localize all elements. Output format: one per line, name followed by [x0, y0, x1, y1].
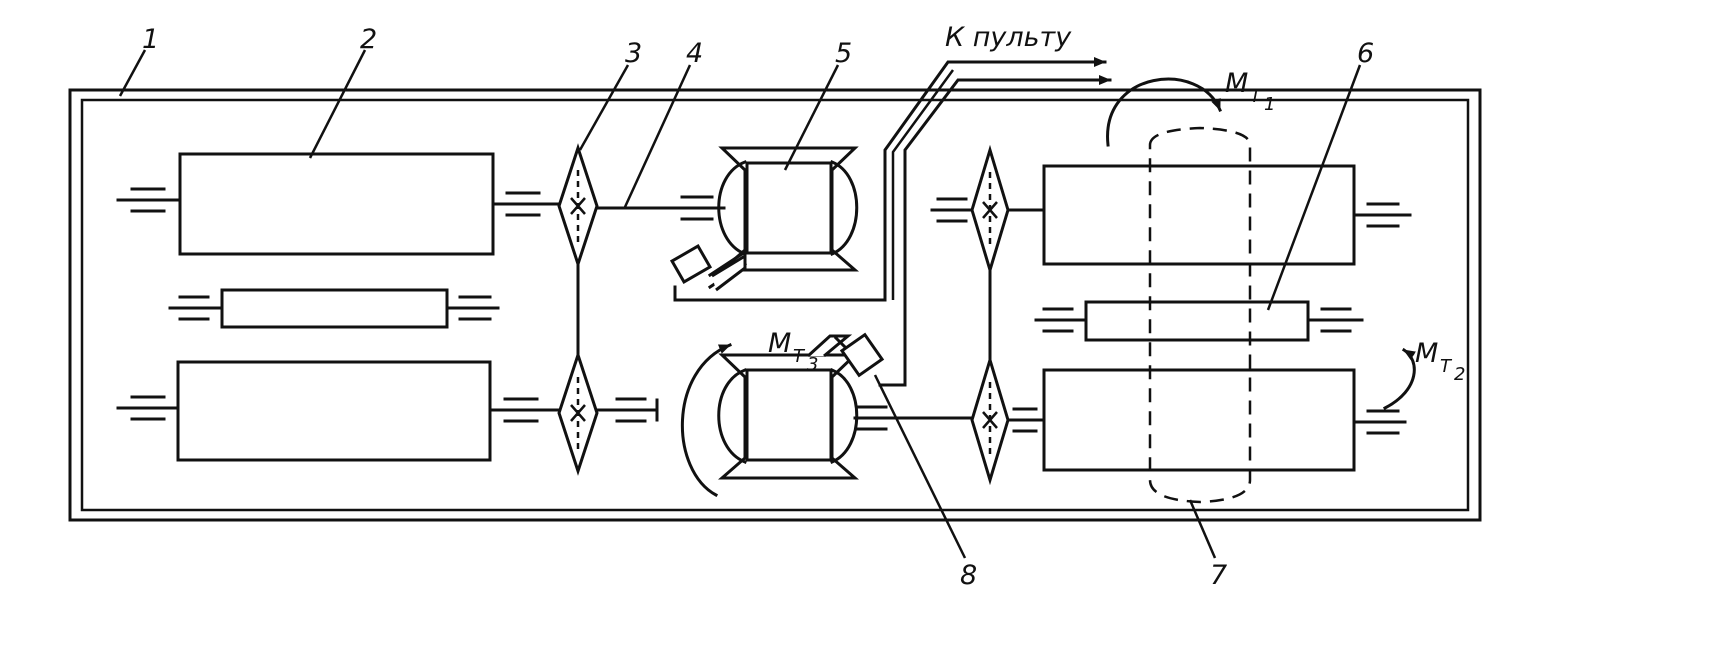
callout-4: 4: [686, 38, 703, 69]
callout-5: 5: [835, 38, 852, 69]
svg-text:T: T: [1250, 86, 1263, 107]
callout-2: 2: [360, 24, 377, 55]
torque-arrow-mt1: [1106, 77, 1222, 147]
upper-machine: [669, 146, 860, 292]
svg-text:M: M: [1225, 68, 1248, 99]
svg-text:M: M: [1415, 338, 1438, 369]
callout-3: 3: [625, 38, 642, 69]
base-frame-inner: [80, 98, 1470, 512]
leader-lines: [118, 49, 1362, 559]
left-gear-pair: [557, 143, 678, 476]
lower-machine: [717, 332, 974, 480]
svg-text:3: 3: [807, 354, 818, 375]
left-unit-lower: [116, 360, 562, 462]
dashed-rotor-outline: [1148, 126, 1252, 504]
left-unit-upper: [116, 152, 562, 256]
cable-lines: [673, 57, 1112, 387]
svg-text:1: 1: [1264, 94, 1275, 115]
callout-6: 6: [1357, 38, 1374, 69]
left-rod-middle: [168, 288, 500, 329]
right-unit-lower: [1042, 368, 1407, 472]
right-gear-pair: [930, 144, 1046, 486]
torque-arrow-mt3: [680, 343, 732, 498]
callout-1: 1: [142, 24, 159, 55]
right-unit-upper: [1042, 164, 1412, 266]
base-frame-outer: [68, 88, 1482, 522]
svg-text:T: T: [1440, 356, 1453, 377]
torque-label-mt1: M T 1: [1225, 68, 1275, 115]
to-console-label: К пульту: [945, 22, 1072, 53]
callout-8: 8: [960, 560, 977, 591]
svg-text:2: 2: [1454, 364, 1465, 385]
torque-label-mt2: M T 2: [1415, 338, 1465, 385]
svg-text:T: T: [793, 346, 806, 367]
torque-label-mt3: M T 3: [768, 328, 818, 375]
right-rod-middle: [1034, 300, 1364, 342]
svg-text:M: M: [768, 328, 791, 359]
callout-7: 7: [1210, 560, 1227, 591]
torque-arrow-mt2: [1382, 347, 1416, 411]
